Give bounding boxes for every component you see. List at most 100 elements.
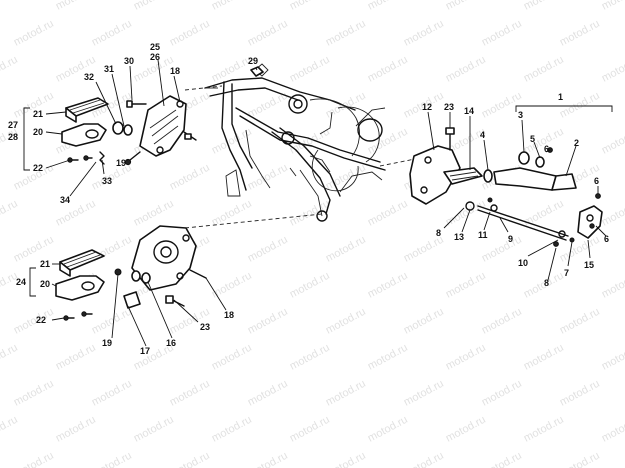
watermark-text: motod.ru <box>444 414 488 445</box>
watermark-text: motod.ru <box>54 414 98 445</box>
callout-25: 25 <box>150 42 160 52</box>
watermark-text: motod.ru <box>12 18 56 49</box>
watermark-text: motod.ru <box>54 342 98 373</box>
callout-6-right: 6 <box>594 176 599 186</box>
upper-left-footpeg-assembly <box>23 66 264 171</box>
watermark-text: motod.ru <box>522 414 566 445</box>
watermark-text: motod.ru <box>402 450 446 468</box>
watermark-text: motod.ru <box>210 270 254 301</box>
watermark-text: motod.ru <box>324 18 368 49</box>
watermark-text: motod.ru <box>480 450 524 468</box>
watermark-text: motod.ru <box>480 378 524 409</box>
watermark-text: motod.ru <box>288 270 332 301</box>
watermark-text: motod.ru <box>0 342 20 373</box>
callout-7: 7 <box>564 268 569 278</box>
leader-lines <box>45 59 607 347</box>
watermark-text: motod.ru <box>444 0 488 13</box>
watermark-text: motod.ru <box>522 198 566 229</box>
callout-16: 16 <box>166 338 176 348</box>
watermark-text: motod.ru <box>600 126 625 157</box>
callout-29: 29 <box>248 56 258 66</box>
callout-23: 23 <box>444 102 454 112</box>
watermark-text: motod.ru <box>558 90 602 121</box>
watermark-text: motod.ru <box>558 378 602 409</box>
callout-20: 20 <box>33 127 43 137</box>
callout-30: 30 <box>124 56 134 66</box>
watermark-text: motod.ru <box>246 18 290 49</box>
watermark-text: motod.ru <box>600 414 625 445</box>
watermark-text: motod.ru <box>132 0 176 13</box>
callout-17: 17 <box>140 346 150 356</box>
callout-21: 21 <box>33 109 43 119</box>
watermark-text: motod.ru <box>558 234 602 265</box>
watermark-text: motod.ru <box>522 0 566 13</box>
watermark-text: motod.ru <box>480 306 524 337</box>
watermark-text: motod.ru <box>444 198 488 229</box>
watermark-text: motod.ru <box>132 198 176 229</box>
watermark-text: motod.ru <box>0 198 20 229</box>
callout-4: 4 <box>480 130 485 140</box>
watermark-text: motod.ru <box>12 450 56 468</box>
watermark-text: motod.ru <box>366 342 410 373</box>
watermark-text: motod.ru <box>324 378 368 409</box>
callout-3: 3 <box>518 110 523 120</box>
lower-left-footpeg-assembly <box>29 225 207 321</box>
watermark-text: motod.ru <box>402 306 446 337</box>
assembly-lines <box>184 85 421 229</box>
watermark-text: motod.ru <box>444 270 488 301</box>
watermark-text: motod.ru <box>288 54 332 85</box>
callout-2: 2 <box>574 138 579 148</box>
watermark-text: motod.ru <box>288 198 332 229</box>
watermark-text: motod.ru <box>600 198 625 229</box>
watermark-text: motod.ru <box>0 54 20 85</box>
callout-6-far-right: 6 <box>604 234 609 244</box>
watermark-text: motod.ru <box>288 0 332 13</box>
watermark-text: motod.ru <box>444 54 488 85</box>
callout-31: 31 <box>104 64 114 74</box>
watermark-text: motod.ru <box>600 270 625 301</box>
callout-28: 28 <box>8 132 18 142</box>
callout-18: 18 <box>170 66 180 76</box>
watermark-text: motod.ru <box>402 18 446 49</box>
watermark-text: motod.ru <box>210 0 254 13</box>
watermark-text: motod.ru <box>54 0 98 13</box>
watermark-text: motod.ru <box>288 414 332 445</box>
callout-22-lower: 22 <box>36 315 46 325</box>
callout-13: 13 <box>454 232 464 242</box>
watermark-text: motod.ru <box>0 0 20 13</box>
watermark-text: motod.ru <box>600 54 625 85</box>
watermark-text: motod.ru <box>558 18 602 49</box>
watermark-text: motod.ru <box>366 414 410 445</box>
watermark-text: motod.ru <box>288 342 332 373</box>
watermark-text: motod.ru <box>210 342 254 373</box>
watermark-text: motod.ru <box>366 270 410 301</box>
watermark-text: motod.ru <box>522 54 566 85</box>
callout-26: 26 <box>150 52 160 62</box>
watermark-text: motod.ru <box>600 0 625 13</box>
callout-6: 6 <box>544 144 549 154</box>
callout-14: 14 <box>464 106 474 116</box>
callout-12: 12 <box>422 102 432 112</box>
callout-15: 15 <box>584 260 594 270</box>
callout-9: 9 <box>508 234 513 244</box>
watermark-text: motod.ru <box>168 378 212 409</box>
watermark-text: motod.ru <box>90 450 134 468</box>
watermark-text: motod.ru <box>558 450 602 468</box>
watermark-text: motod.ru <box>132 414 176 445</box>
watermark-text: motod.ru <box>210 414 254 445</box>
watermark-text: motod.ru <box>324 90 368 121</box>
watermark-text: motod.ru <box>168 162 212 193</box>
watermark-text: motod.ru <box>168 450 212 468</box>
watermark-text: motod.ru <box>246 234 290 265</box>
callout-10: 10 <box>518 258 528 268</box>
watermark-text: motod.ru <box>246 378 290 409</box>
callout-11: 11 <box>478 230 488 240</box>
callout-21-lower: 21 <box>40 259 50 269</box>
callout-18-lower: 18 <box>224 310 234 320</box>
watermark-text: motod.ru <box>402 234 446 265</box>
watermark-text: motod.ru <box>324 306 368 337</box>
watermark-text: motod.ru <box>366 54 410 85</box>
watermark-text: motod.ru <box>90 18 134 49</box>
